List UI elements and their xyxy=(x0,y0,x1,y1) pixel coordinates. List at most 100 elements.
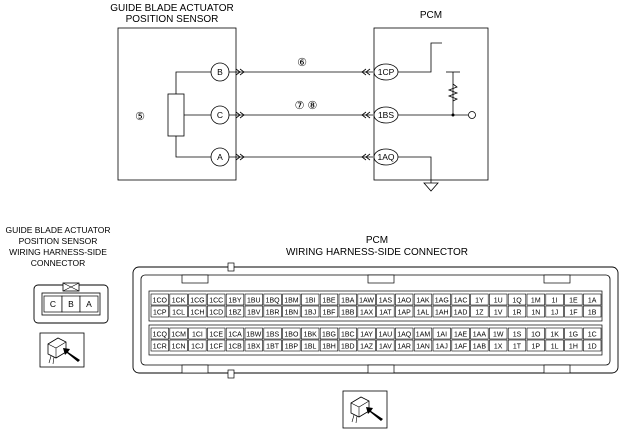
pcm-pin-cell xyxy=(470,327,489,340)
pcm-pin-cell xyxy=(338,293,357,306)
pcm-pin-label: 1AE xyxy=(454,332,468,339)
pcm-pin-cell xyxy=(395,293,414,306)
pcm-pin-label: 1AO xyxy=(397,298,412,305)
pcm-pin-cell xyxy=(319,339,339,352)
pcm-pin-label: 1BC xyxy=(341,332,355,339)
pcm-pin-label: 1AR xyxy=(397,344,411,351)
pcm-pin-label: 1R xyxy=(513,310,522,317)
pcm-pin-label: 1S xyxy=(513,332,522,339)
pcm-pin-label: 1X xyxy=(494,344,503,351)
pcm-pin-cell xyxy=(507,327,527,340)
pcm-pin-cell xyxy=(357,293,376,306)
pcm-pin-label: 1AS xyxy=(379,298,393,305)
pcm-pin-cell xyxy=(507,339,527,352)
connector-arrow-icon xyxy=(361,111,371,119)
pcm-pin-label: 1CE xyxy=(209,332,223,339)
pcm-pin-label: 1CP xyxy=(153,310,167,317)
pcm-pin-cell xyxy=(583,293,602,306)
pcm-pin-cell xyxy=(282,339,301,352)
pcm-pin-label: 1CF xyxy=(210,344,223,351)
pcm-pin-cell xyxy=(526,305,545,318)
pcm-pin-cell xyxy=(188,327,207,340)
pcm-pin-cell xyxy=(244,327,263,340)
pcm-pin-label: 1Q xyxy=(512,298,522,305)
pcm-pin-cell xyxy=(395,339,414,352)
pcm-pin-cell xyxy=(169,293,188,306)
pcm-pin-label: 1BH xyxy=(322,344,336,351)
pcm-pin-cell xyxy=(169,327,188,340)
pcm-pin-cell xyxy=(489,293,508,306)
pcm-pin-cell xyxy=(319,327,339,340)
pcm-pin-label: 1AM xyxy=(416,332,431,339)
pcm-pin-cell xyxy=(338,339,357,352)
pcm-pin-label: 1AH xyxy=(435,310,449,317)
pcm-pin-cell xyxy=(188,339,207,352)
pcm-pin-cell xyxy=(545,305,564,318)
pcm-terminal-1aq-label: 1AQ xyxy=(377,152,394,162)
pcm-pin-cell xyxy=(225,305,245,318)
pcm-pin-label: 1BT xyxy=(266,344,280,351)
connector-arrow-icon xyxy=(235,111,245,119)
pcm-pin-label: 1CO xyxy=(153,298,168,305)
pcm-pin-cell xyxy=(583,305,602,318)
pcm-pin-label: 1CI xyxy=(192,332,203,339)
pcm-pin-label: 1BQ xyxy=(266,298,281,305)
pcm-pin-label: 1AU xyxy=(379,332,393,339)
pcm-pin-cell xyxy=(545,339,564,352)
pcm-pin-cell xyxy=(207,293,226,306)
pcm-pin-cell xyxy=(169,305,188,318)
pcm-pin-cell xyxy=(451,339,470,352)
pcm-pin-cell xyxy=(263,327,282,340)
pcm-pin-label: 1B xyxy=(588,310,597,317)
pcm-pin-label: 1H xyxy=(569,344,578,351)
pcm-pin-label: 1AT xyxy=(379,310,392,317)
pcm-pin-label: 1BZ xyxy=(229,310,243,317)
pcm-connector-title-line1: PCM xyxy=(366,235,388,246)
pcm-pin-label: 1I xyxy=(552,298,558,305)
pcm-pin-label: 1BW xyxy=(246,332,262,339)
pcm-pin-cell xyxy=(413,339,433,352)
sensor-title-line2: POSITION SENSOR xyxy=(126,14,219,25)
pcm-pin-cell xyxy=(301,339,320,352)
pcm-pin-cell xyxy=(207,339,226,352)
pcm-pin-label: 1J xyxy=(551,310,558,317)
pcm-pin-label: 1CC xyxy=(209,298,223,305)
pcm-pin-cell xyxy=(545,293,564,306)
pcm-pin-label: 1BF xyxy=(323,310,336,317)
wire-ref-6: ⑥ xyxy=(297,57,307,69)
sensor-title-line1: GUIDE BLADE ACTUATOR xyxy=(110,3,234,14)
pcm-pin-cell xyxy=(301,293,320,306)
pcm-pin-cell xyxy=(263,339,282,352)
pcm-pin-cell xyxy=(338,305,357,318)
pcm-pin-cell xyxy=(489,339,508,352)
pcm-pin-label: 1U xyxy=(494,298,503,305)
pcm-pin-label: 1BE xyxy=(322,298,336,305)
pcm-pin-cell xyxy=(470,293,489,306)
pcm-pin-cell xyxy=(357,339,376,352)
pcm-pin-cell xyxy=(169,339,188,352)
sensor-pin-c: C xyxy=(50,299,56,309)
pcm-pin-label: 1AQ xyxy=(397,332,412,339)
sensor-connector-title-line4: CONNECTOR xyxy=(31,258,86,268)
pcm-pin-label: 1L xyxy=(551,344,559,351)
sensor-pin-a: A xyxy=(86,299,92,309)
pcm-pin-label: 1BJ xyxy=(304,310,316,317)
pcm-pin-label: 1CH xyxy=(190,310,204,317)
harness-side-view-icon xyxy=(342,390,388,429)
pcm-pin-cell xyxy=(319,293,339,306)
pcm-pin-cell xyxy=(470,305,489,318)
pcm-pin-label: 1AI xyxy=(437,332,448,339)
pcm-pin-cell xyxy=(263,293,282,306)
pcm-pin-label: 1BN xyxy=(285,310,299,317)
pcm-pin-label: 1AY xyxy=(360,332,373,339)
sensor-connector-title-line3: WIRING HARNESS-SIDE xyxy=(9,247,107,257)
pcm-pin-cell xyxy=(376,305,395,318)
pcm-pin-label: 1BS xyxy=(266,332,280,339)
sensor-connector-title-line1: GUIDE BLADE ACTUATOR xyxy=(5,225,110,235)
pcm-pin-label: 1O xyxy=(531,332,541,339)
pcm-connector-body xyxy=(132,262,619,379)
pcm-pin-label: 1AG xyxy=(435,298,449,305)
pcm-pin-label: 1Z xyxy=(475,310,484,317)
